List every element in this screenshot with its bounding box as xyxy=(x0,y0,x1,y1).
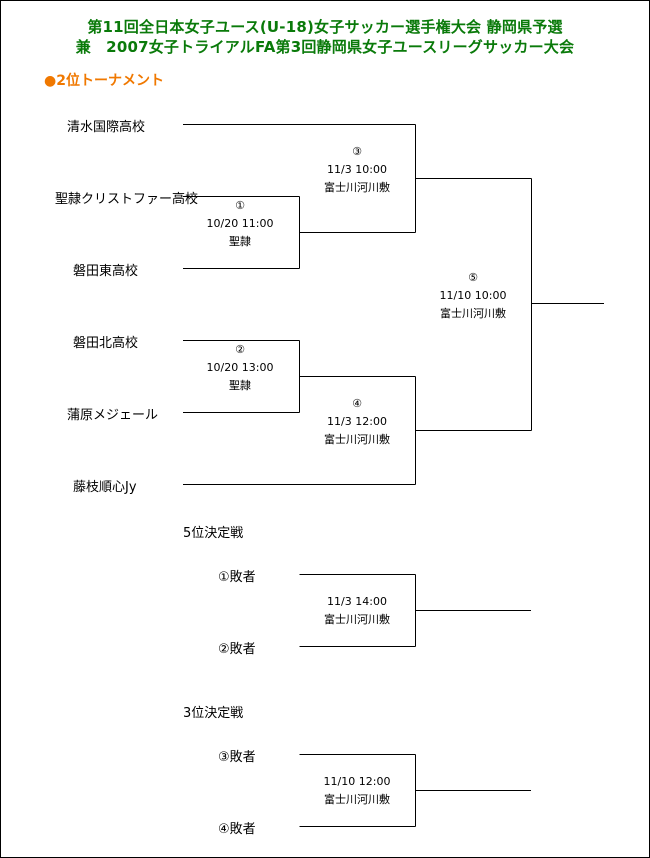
match-3-info: ③ 11/3 10:00 富士川河川敷 xyxy=(298,143,416,197)
match-venue: 聖隷 xyxy=(229,379,251,392)
fifth-place-entry: ②敗者 xyxy=(218,642,256,657)
match-number: ④ xyxy=(352,397,362,410)
match-venue: 富士川河川敷 xyxy=(324,181,390,194)
match-5-info: ⑤ 11/10 10:00 富士川河川敷 xyxy=(414,269,532,323)
match-datetime: 11/3 10:00 xyxy=(327,163,387,176)
team-name: 清水国際高校 xyxy=(67,120,146,135)
third-place-entry: ③敗者 xyxy=(218,750,256,765)
team-name: 磐田東高校 xyxy=(73,264,139,279)
match-4-info: ④ 11/3 12:00 富士川河川敷 xyxy=(298,395,416,449)
fifth-place-heading: 5位決定戦 xyxy=(183,526,244,541)
match-datetime: 11/10 12:00 xyxy=(323,775,391,788)
match-venue: 富士川河川敷 xyxy=(324,613,390,626)
third-place-match-info: 11/10 12:00 富士川河川敷 xyxy=(298,773,416,809)
match-2-info: ② 10/20 13:00 聖隷 xyxy=(181,341,299,395)
match-venue: 聖隷 xyxy=(229,235,251,248)
team-name: 磐田北高校 xyxy=(73,336,139,351)
match-datetime: 10/20 13:00 xyxy=(206,361,274,374)
page-title-line2: 兼 2007女子トライアルFA第3回静岡県女子ユースリーグサッカー大会 xyxy=(75,38,575,56)
match-datetime: 11/3 12:00 xyxy=(327,415,387,428)
match-number: ② xyxy=(235,343,245,356)
match-venue: 富士川河川敷 xyxy=(440,307,506,320)
team-name: 蒲原メジェール xyxy=(67,408,159,423)
match-number: ① xyxy=(235,199,245,212)
match-number: ③ xyxy=(352,145,362,158)
team-name: 聖隷クリストファー高校 xyxy=(55,192,199,207)
match-number: ⑤ xyxy=(468,271,478,284)
section-title: ●2位トーナメント xyxy=(44,73,164,89)
match-1-info: ① 10/20 11:00 聖隷 xyxy=(181,197,299,251)
match-venue: 富士川河川敷 xyxy=(324,433,390,446)
match-venue: 富士川河川敷 xyxy=(324,793,390,806)
third-place-entry: ④敗者 xyxy=(218,822,256,837)
page-title-line1: 第11回全日本女子ユース(U-18)女子サッカー選手権大会 静岡県予選 xyxy=(87,18,563,36)
match-datetime: 10/20 11:00 xyxy=(206,217,274,230)
fifth-place-match-info: 11/3 14:00 富士川河川敷 xyxy=(298,593,416,629)
third-place-heading: 3位決定戦 xyxy=(183,706,244,721)
team-name: 藤枝順心Jy xyxy=(73,480,137,495)
match-datetime: 11/10 10:00 xyxy=(439,289,507,302)
fifth-place-entry: ①敗者 xyxy=(218,570,256,585)
match-datetime: 11/3 14:00 xyxy=(327,595,387,608)
